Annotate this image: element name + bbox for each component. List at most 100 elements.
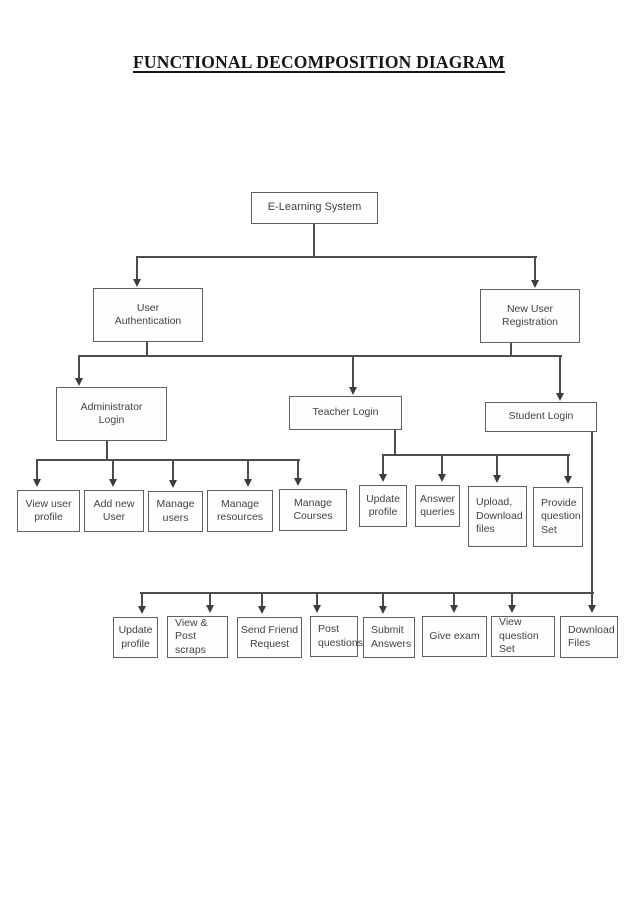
node-manage-courses: Manage Courses (279, 489, 347, 531)
arrowhead-down-icon (137, 606, 146, 614)
node-label: Add new User (93, 497, 135, 524)
node-label: View & Post scraps (175, 616, 208, 656)
node-give-exam: Give exam (422, 616, 487, 657)
node-label: View question Set (499, 616, 539, 656)
node-send-friend-request: Send Friend Request (237, 617, 302, 658)
node-label: Download Files (568, 623, 615, 650)
node-submit-answers: Submit Answers (363, 617, 415, 658)
arrowhead-down-icon (312, 605, 321, 613)
node-label: Send Friend Request (240, 624, 299, 650)
node-label: New User Registration (501, 302, 559, 329)
arrowhead-down-icon (378, 606, 387, 614)
arrowhead-down-icon (378, 474, 387, 482)
node-view-post-scraps: View & Post scraps (167, 616, 228, 658)
connector-line-vertical (352, 356, 354, 388)
connector-line-vertical (106, 441, 108, 461)
connector-line-vertical (453, 593, 455, 606)
arrowhead-down-icon (555, 393, 564, 401)
arrowhead-down-icon (449, 605, 458, 613)
node-label: Update profile (366, 492, 400, 519)
node-download-files: Download Files (560, 616, 618, 658)
node-label: Upload, Download files (476, 496, 523, 536)
arrowhead-down-icon (507, 605, 516, 613)
connector-line-vertical (510, 343, 512, 357)
node-label: Manage resources (216, 497, 264, 524)
arrowhead-down-icon (530, 280, 539, 288)
connector-line-vertical (591, 432, 593, 594)
connector-line-vertical (136, 257, 138, 280)
arrowhead-down-icon (348, 387, 357, 395)
node-label: E-Learning System (267, 201, 362, 214)
node-manage-resources: Manage resources (207, 490, 273, 532)
node-label: Update profile (118, 624, 153, 650)
connector-line-vertical (382, 455, 384, 475)
connector-line-vertical (297, 460, 299, 479)
node-answer-queries: Answer queries (415, 485, 460, 527)
connector-line-vertical (591, 594, 593, 606)
node-label: Provide question Set (541, 496, 581, 536)
connector-line-vertical (313, 224, 315, 257)
node-post-questions: Post questions (310, 616, 363, 657)
node-student-update-profile: Update profile (113, 617, 158, 658)
connector-line-horizontal (140, 592, 594, 594)
node-teacher-update-profile: Update profile (359, 485, 407, 527)
connector-line-vertical (209, 593, 211, 606)
node-label: Post questions (318, 623, 363, 649)
arrowhead-down-icon (108, 479, 117, 487)
arrowhead-down-icon (257, 606, 266, 614)
node-upload-download-files: Upload, Download files (468, 486, 527, 547)
connector-line-horizontal (36, 459, 300, 461)
connector-line-vertical (559, 356, 561, 394)
node-label: Student Login (508, 410, 574, 423)
node-label: View user profile (25, 497, 72, 524)
connector-line-vertical (394, 430, 396, 456)
node-label: Teacher Login (312, 406, 379, 419)
connector-line-vertical (382, 593, 384, 607)
connector-line-vertical (534, 257, 536, 281)
node-student-login: Student Login (485, 402, 597, 432)
connector-line-horizontal (136, 256, 537, 258)
page-title: FUNCTIONAL DECOMPOSITION DIAGRAM (133, 52, 505, 72)
node-label: Submit Answers (371, 624, 412, 650)
arrowhead-down-icon (293, 478, 302, 486)
node-label: Manage users (156, 498, 195, 524)
arrowhead-down-icon (168, 480, 177, 488)
node-e-learning-system: E-Learning System (251, 192, 378, 224)
connector-line-vertical (141, 593, 143, 607)
arrowhead-down-icon (74, 378, 83, 386)
connector-line-horizontal (78, 355, 562, 357)
node-user-authentication: User Authentication (93, 288, 203, 342)
connector-line-vertical (261, 593, 263, 607)
arrowhead-down-icon (205, 605, 214, 613)
node-view-question-set: View question Set (491, 616, 555, 657)
arrowhead-down-icon (437, 474, 446, 482)
connector-line-vertical (112, 460, 114, 480)
arrowhead-down-icon (32, 479, 41, 487)
connector-line-vertical (247, 460, 249, 480)
connector-line-vertical (441, 455, 443, 475)
node-view-user-profile: View user profile (17, 490, 80, 532)
node-new-user-registration: New User Registration (480, 289, 580, 343)
node-label: Administrator Login (80, 400, 143, 427)
arrowhead-down-icon (243, 479, 252, 487)
node-label: Answer queries (419, 492, 455, 519)
node-administrator-login: Administrator Login (56, 387, 167, 441)
arrowhead-down-icon (492, 475, 501, 483)
connector-line-vertical (172, 460, 174, 481)
node-label: Give exam (429, 629, 480, 642)
node-add-new-user: Add new User (84, 490, 144, 532)
arrowhead-down-icon (132, 279, 141, 287)
node-manage-users: Manage users (148, 491, 203, 532)
node-label: Manage Courses (293, 496, 333, 523)
node-label: User Authentication (114, 301, 182, 328)
node-provide-question-set: Provide question Set (533, 487, 583, 547)
connector-line-vertical (78, 356, 80, 379)
connector-line-horizontal (382, 454, 570, 456)
arrowhead-down-icon (563, 476, 572, 484)
connector-line-vertical (496, 455, 498, 476)
connector-line-vertical (567, 455, 569, 477)
connector-line-vertical (316, 593, 318, 606)
connector-line-vertical (36, 460, 38, 480)
